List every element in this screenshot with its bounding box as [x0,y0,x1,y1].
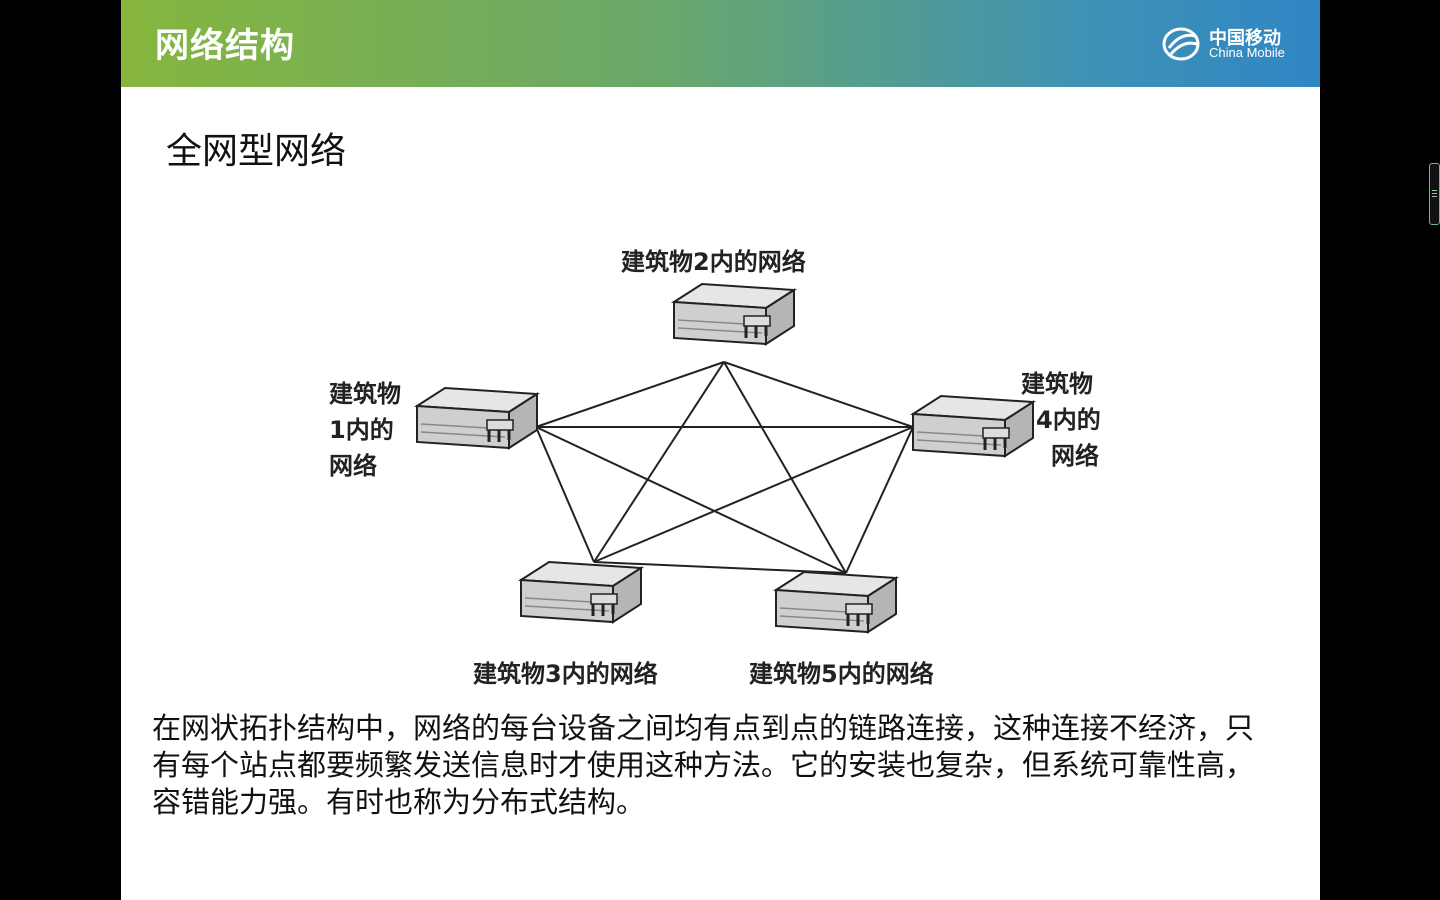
mesh-links [535,361,914,574]
router-icon-building-2 [672,282,796,346]
description-paragraph: 在网状拓扑结构中，网络的每台设备之间均有点到点的链路连接，这种连接不经济，只有每… [152,711,1255,819]
label-building-1-line3: 网络 [329,452,377,480]
link-2-1 [535,361,725,428]
label-building-1-line2: 1内的 [329,416,394,444]
scrollbar[interactable] [1429,163,1440,225]
banner-title: 网络结构 [155,26,295,66]
slide-subtitle: 全网型网络 [166,131,347,172]
scrollbar-grip-line [1432,190,1437,191]
link-2-4 [723,361,914,428]
slide: 网络结构 中国移动 China Mobile 全网型网络 [121,0,1320,900]
label-building-4-line3: 网络 [1051,442,1099,470]
label-building-1-line1: 建筑物 [329,380,401,408]
label-building-4-line2: 4内的 [1036,406,1101,434]
scrollbar-grip-line [1432,193,1437,194]
link-1-3 [535,426,595,563]
label-building-5: 建筑物5内的网络 [749,660,934,688]
label-building-2: 建筑物2内的网络 [621,248,806,276]
router-icon-building-1 [415,386,539,450]
link-4-5 [845,426,914,574]
china-mobile-logo-icon [1162,27,1200,61]
logo-text-cn: 中国移动 [1209,28,1281,49]
router-icon-building-4 [911,394,1035,458]
title-banner: 网络结构 中国移动 China Mobile [121,0,1320,87]
mesh-network-diagram: 建筑物2内的网络 建筑物 1内的 网络 建筑物 4内的 网络 建筑物3内的网络 … [329,248,1101,688]
link-2-3 [593,361,725,563]
scrollbar-grip-line [1432,196,1437,197]
label-building-3: 建筑物3内的网络 [473,660,658,688]
link-1-5 [535,426,847,574]
link-2-5 [723,361,847,574]
china-mobile-logo: 中国移动 China Mobile [1161,24,1301,64]
logo-text-en: China Mobile [1209,45,1285,60]
router-icon-building-5 [774,570,898,634]
link-4-3 [593,426,914,563]
router-icon-building-3 [519,560,643,624]
label-building-4-line1: 建筑物 [1021,370,1093,398]
